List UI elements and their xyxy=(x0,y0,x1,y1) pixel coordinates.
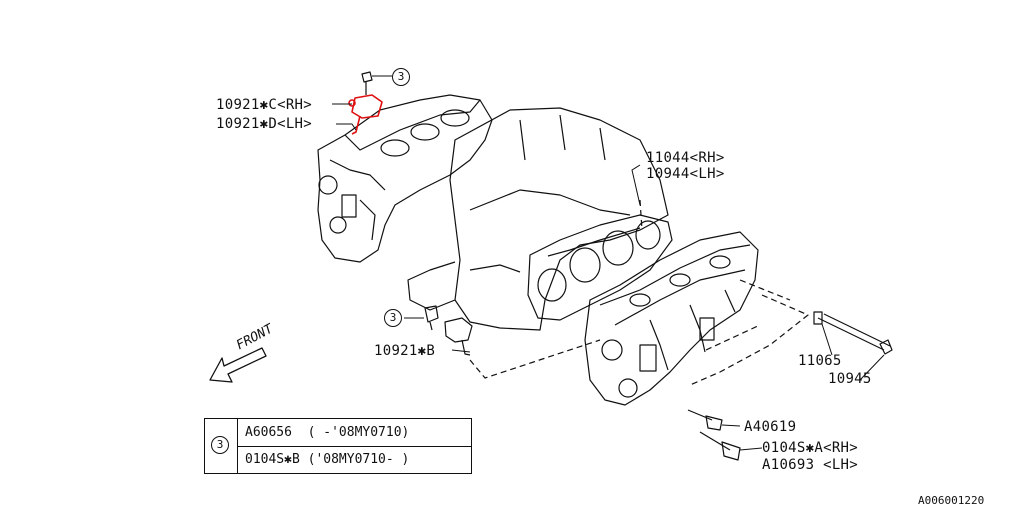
sensor-rh-lh-highlight xyxy=(348,94,383,135)
ref-circle-3-upper: 3 xyxy=(392,68,410,86)
legend-ref-cell: 3 xyxy=(205,419,238,473)
front-arrow xyxy=(209,347,267,383)
bolt-10945 xyxy=(817,313,893,355)
head-gasket xyxy=(527,214,673,321)
legend-table: 3 A60656 ( -'08MY0710) 0104S✱B ('08MY071… xyxy=(204,418,472,474)
diagram-reference-code: A006001220 xyxy=(918,494,985,507)
upper-bolt xyxy=(361,71,373,95)
label-11044-rh: 11044<RH> xyxy=(646,150,725,166)
legend-row-a60656: A60656 ( -'08MY0710) xyxy=(237,419,471,447)
cylinder-head-lh xyxy=(317,94,493,263)
washer-11065 xyxy=(813,311,823,325)
sensor-b xyxy=(444,317,473,356)
label-a10693-lh: A10693 <LH> xyxy=(762,457,859,473)
label-11065: 11065 xyxy=(798,353,842,369)
label-10921c-rh: 10921✱C<RH> xyxy=(216,97,313,113)
label-10944-lh: 10944<LH> xyxy=(646,166,725,182)
leader-lines xyxy=(332,75,885,451)
lower-bolt xyxy=(424,305,439,331)
cylinder-head-rh xyxy=(584,231,759,406)
bolt-0104s xyxy=(699,431,741,461)
ref-circle-3-lower: 3 xyxy=(384,309,402,327)
legend-ref-circle: 3 xyxy=(211,436,229,454)
label-0104s-a-rh: 0104S✱A<RH> xyxy=(762,440,859,456)
label-10921b: 10921✱B xyxy=(374,343,436,359)
label-a40619: A40619 xyxy=(744,419,797,435)
label-10921d-lh: 10921✱D<LH> xyxy=(216,116,313,132)
label-10945: 10945 xyxy=(828,371,872,387)
leader-dashes xyxy=(469,199,809,386)
engine-block xyxy=(407,107,669,331)
bolt-a40619 xyxy=(687,409,723,431)
legend-row-0104s-b: 0104S✱B ('08MY0710- ) xyxy=(245,452,410,467)
